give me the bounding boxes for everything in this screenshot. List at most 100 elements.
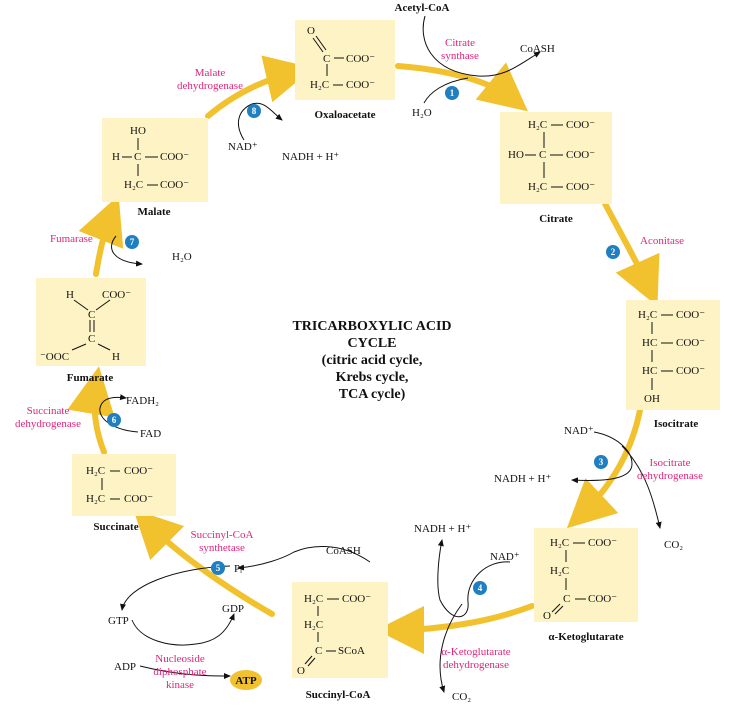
cofactor-labels: Acetyl-CoA CoASH H₂O NAD⁺ NADH + H⁺ H₂O … xyxy=(108,2,683,703)
nad-label-step4: NAD⁺ xyxy=(490,551,520,563)
step-5-badge: 5 xyxy=(211,561,225,575)
arrow-succinate-to-fumarate xyxy=(67,366,115,455)
enzyme-labels: Citrate synthase Aconitase Isocitrate de… xyxy=(15,37,703,691)
svg-text:COO⁻: COO⁻ xyxy=(160,179,189,191)
svg-text:HC: HC xyxy=(642,337,657,349)
svg-text:OH: OH xyxy=(644,393,660,405)
svg-text:kinase: kinase xyxy=(166,679,194,691)
svg-text:H₂C: H₂C xyxy=(528,119,547,131)
svg-text:COO⁻: COO⁻ xyxy=(566,119,595,131)
svg-text:H₂C: H₂C xyxy=(304,593,323,605)
svg-text:1: 1 xyxy=(450,88,455,98)
gtp-label: GTP xyxy=(108,615,129,627)
h2o-label-step1: H₂O xyxy=(412,107,432,119)
succinate-label: Succinate xyxy=(93,521,138,533)
svg-text:COO⁻: COO⁻ xyxy=(342,593,371,605)
svg-text:H₂C: H₂C xyxy=(550,565,569,577)
svg-text:H: H xyxy=(112,151,120,163)
citrate-structure: H₂C COO⁻ HO C COO⁻ H₂C COO⁻ Citrate xyxy=(500,112,612,225)
svg-text:H₂C: H₂C xyxy=(550,537,569,549)
cycle-arrows xyxy=(67,55,660,654)
svg-text:5: 5 xyxy=(216,563,221,573)
succinyl-coa-structure: H₂C COO⁻ H₂C C SCoA O Succinyl-CoA xyxy=(292,582,388,701)
svg-text:dehydrogenase: dehydrogenase xyxy=(15,418,81,430)
succinate-structure: H₂C COO⁻ H₂C COO⁻ Succinate xyxy=(72,454,176,533)
arrow-malate-to-oxaloacetate xyxy=(205,55,314,119)
nad-label-step8: NAD⁺ xyxy=(228,141,258,153)
svg-text:ATP: ATP xyxy=(235,675,256,687)
svg-text:O: O xyxy=(297,665,305,677)
step-2-badge: 2 xyxy=(606,245,620,259)
svg-text:C: C xyxy=(88,333,95,345)
svg-text:C: C xyxy=(539,149,546,161)
malate-dehydrogenase-label: Malate xyxy=(195,67,226,79)
svg-text:TRICARBOXYLIC ACID: TRICARBOXYLIC ACID xyxy=(292,319,451,334)
nadh-label-step4: NADH + H⁺ xyxy=(414,523,471,535)
step-1-badge: 1 xyxy=(445,86,459,100)
step-7-badge: 7 xyxy=(125,235,139,249)
svg-text:COO⁻: COO⁻ xyxy=(346,53,375,65)
fumarase-label: Fumarase xyxy=(50,233,93,245)
svg-text:COO⁻: COO⁻ xyxy=(346,79,375,91)
oxaloacetate-structure: O C COO⁻ H₂C COO⁻ Oxaloacetate xyxy=(295,20,395,121)
nadh-label-step3: NADH + H⁺ xyxy=(494,473,551,485)
svg-text:H₂C: H₂C xyxy=(304,619,323,631)
svg-text:COO⁻: COO⁻ xyxy=(124,465,153,477)
svg-text:H₂C: H₂C xyxy=(86,465,105,477)
step-4-badge: 4 xyxy=(473,581,487,595)
coash-label-step5: CoASH xyxy=(326,545,361,557)
succinyl-coa-synthetase-label: Succinyl-CoA xyxy=(191,529,254,541)
svg-text:COO⁻: COO⁻ xyxy=(566,181,595,193)
svg-text:4: 4 xyxy=(478,583,483,593)
citrate-synthase-label: Citrate xyxy=(445,37,475,49)
svg-text:CYCLE: CYCLE xyxy=(347,336,396,351)
svg-text:C: C xyxy=(315,645,322,657)
svg-text:H₂C: H₂C xyxy=(528,181,547,193)
svg-text:COO⁻: COO⁻ xyxy=(124,493,153,505)
fad-label: FAD xyxy=(140,428,161,440)
svg-text:COO⁻: COO⁻ xyxy=(566,149,595,161)
oxaloacetate-label: Oxaloacetate xyxy=(314,109,375,121)
svg-text:2: 2 xyxy=(611,247,616,257)
arrow-akg-to-succinylcoa xyxy=(376,603,535,654)
svg-text:C: C xyxy=(563,593,570,605)
step-8-badge: 8 xyxy=(247,104,261,118)
pi-label: Pᵢ xyxy=(234,563,242,575)
svg-text:O: O xyxy=(307,25,315,37)
arrow-succinylcoa-to-succinate xyxy=(133,509,275,617)
svg-text:HC: HC xyxy=(642,365,657,377)
atp-badge: ATP xyxy=(230,670,262,690)
svg-text:7: 7 xyxy=(130,237,135,247)
svg-text:dehydrogenase: dehydrogenase xyxy=(177,80,243,92)
fumarate-structure: H COO⁻ C C ⁻OOC H Fumarate xyxy=(36,278,146,384)
adp-label: ADP xyxy=(114,661,136,673)
nadh-label-step8: NADH + H⁺ xyxy=(282,151,339,163)
h2o-label-step7: H₂O xyxy=(172,251,192,263)
svg-text:COO⁻: COO⁻ xyxy=(676,337,705,349)
ndp-kinase-label: Nucleoside xyxy=(155,653,205,665)
svg-text:3: 3 xyxy=(599,457,604,467)
nad-label-step3: NAD⁺ xyxy=(564,425,594,437)
svg-text:Krebs cycle,: Krebs cycle, xyxy=(336,370,409,385)
coash-label-step1: CoASH xyxy=(520,43,555,55)
alpha-ketoglutarate-label: α-Ketoglutarate xyxy=(548,631,623,643)
malate-label: Malate xyxy=(138,206,171,218)
svg-text:COO⁻: COO⁻ xyxy=(676,365,705,377)
svg-text:C: C xyxy=(88,309,95,321)
svg-text:SCoA: SCoA xyxy=(338,645,365,657)
svg-text:H₂C: H₂C xyxy=(638,309,657,321)
malate-structure: HO H C COO⁻ H₂C COO⁻ Malate xyxy=(102,118,208,218)
svg-text:COO⁻: COO⁻ xyxy=(588,593,617,605)
svg-text:C: C xyxy=(134,151,141,163)
svg-text:COO⁻: COO⁻ xyxy=(102,289,131,301)
isocitrate-label: Isocitrate xyxy=(654,418,699,430)
co2-label-step4: CO₂ xyxy=(452,691,471,703)
arrow-fumarate-to-malate xyxy=(78,195,124,277)
arrow-citrate-to-isocitrate xyxy=(599,195,660,307)
svg-text:H₂C: H₂C xyxy=(124,179,143,191)
svg-text:C: C xyxy=(323,53,330,65)
gdp-label: GDP xyxy=(222,603,244,615)
citrate-label: Citrate xyxy=(539,213,573,225)
step-6-badge: 6 xyxy=(107,413,121,427)
